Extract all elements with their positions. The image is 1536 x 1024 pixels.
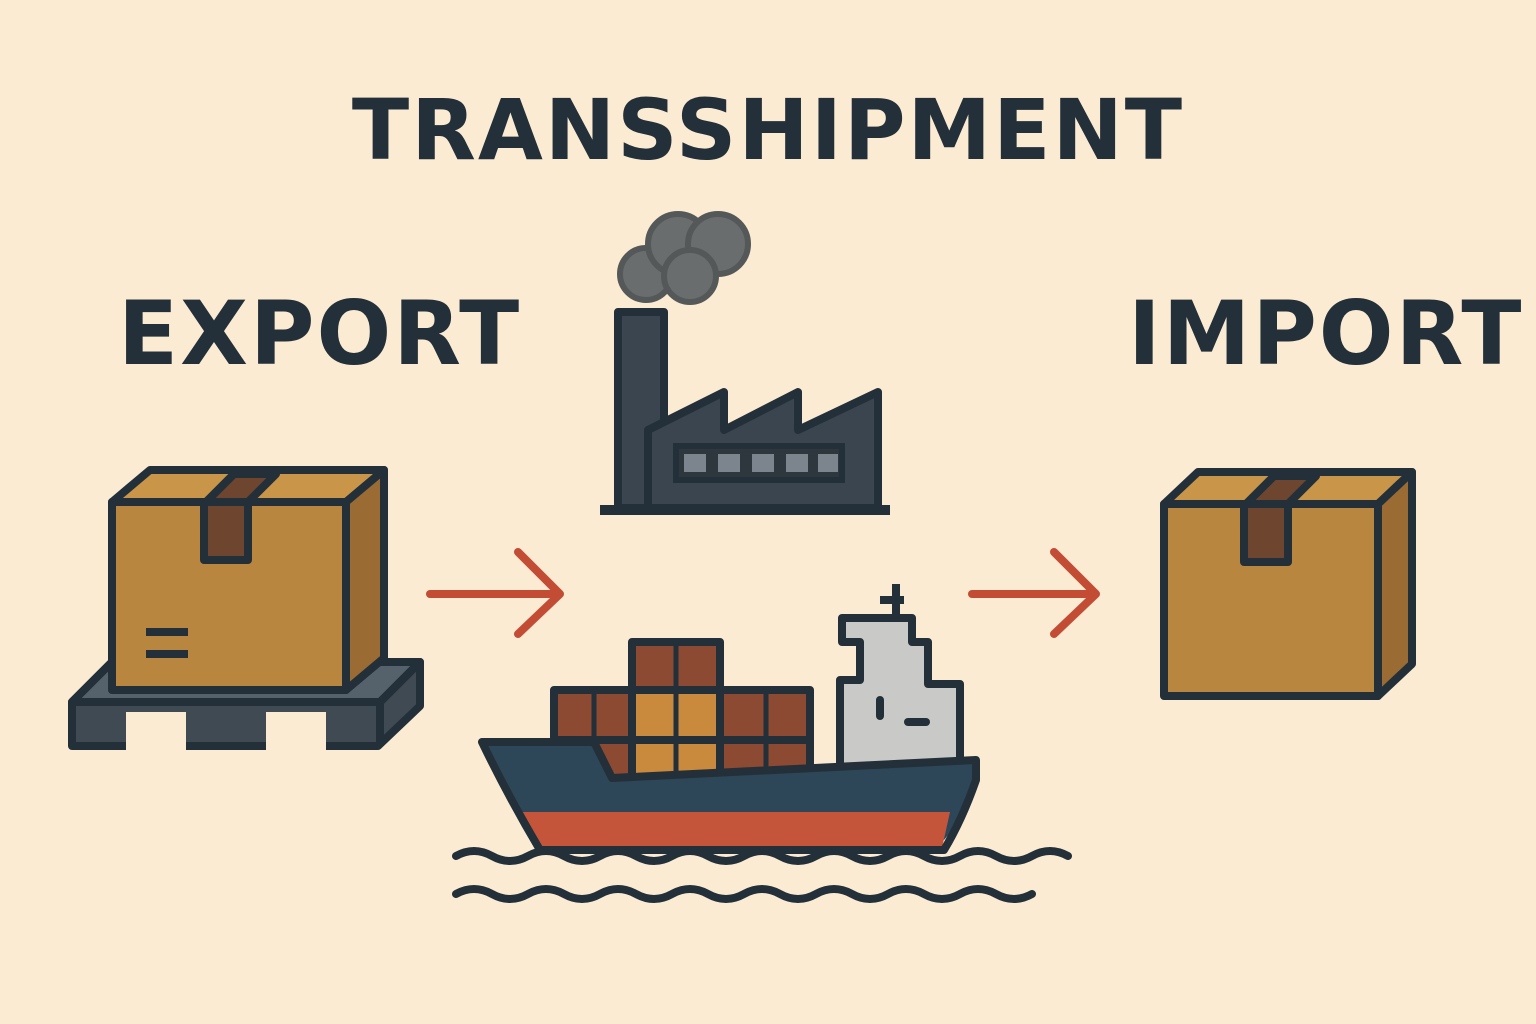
container-ship-icon xyxy=(478,584,980,854)
export-label: EXPORT xyxy=(118,282,522,385)
arrow-right-icon xyxy=(968,548,1100,638)
arrow-right-icon xyxy=(426,548,564,638)
export-box xyxy=(108,466,388,694)
cardboard-box-on-pallet-icon xyxy=(68,466,424,752)
import-label: IMPORT xyxy=(1128,282,1524,385)
smoke-icon xyxy=(617,211,751,305)
diagram-title: TRANSSHIPMENT xyxy=(351,81,1185,179)
water-waves-icon xyxy=(452,847,1072,903)
cardboard-box-icon xyxy=(1160,468,1416,700)
factory-icon xyxy=(600,211,890,515)
